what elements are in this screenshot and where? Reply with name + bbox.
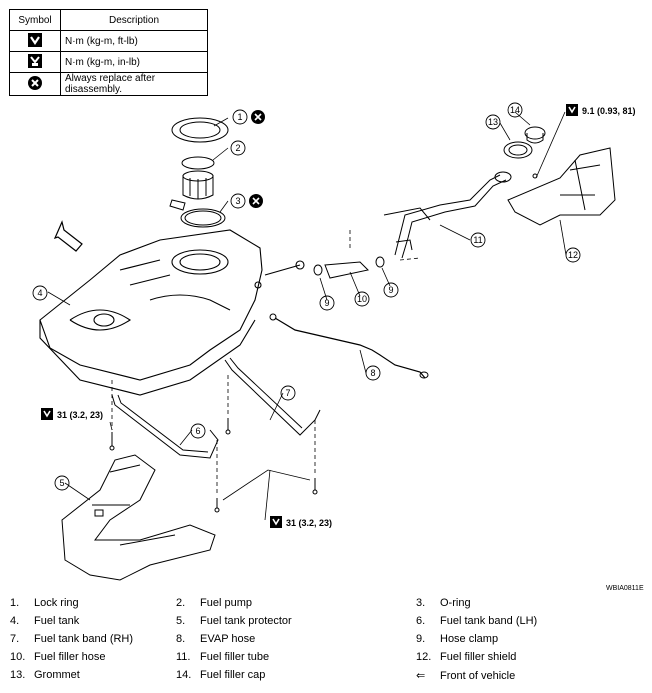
part-name: O-ring xyxy=(440,597,471,609)
callout-label: 3 xyxy=(235,196,240,206)
fuel-filler-shield xyxy=(507,147,616,226)
front-arrow-icon: ⇐ xyxy=(416,670,426,682)
callout-label: 9 xyxy=(324,298,329,308)
callout-label: 11 xyxy=(473,235,482,245)
callout-circles xyxy=(32,102,581,491)
callout-label: 4 xyxy=(37,288,42,298)
callout-label: 2 xyxy=(235,143,240,153)
callout-label: 12 xyxy=(568,250,578,260)
torque-wrench-icon xyxy=(566,104,578,116)
part-name: Front of vehicle xyxy=(440,670,516,682)
fuel-tank-exploded-view: 1 2 3 4 5 6 7 8 9 9 10 11 12 13 14 9.1 (… xyxy=(32,102,636,581)
callout-label: 6 xyxy=(195,426,200,436)
part-number: 13. xyxy=(10,669,26,681)
part-number: 8. xyxy=(176,633,186,645)
part-number: 7. xyxy=(10,633,20,645)
callout-label: 13 xyxy=(488,117,498,127)
part-name: Fuel tank xyxy=(34,615,80,627)
fuel-filler-cap xyxy=(524,126,546,140)
replace-x-icon xyxy=(251,110,265,124)
callout-label: 1 xyxy=(237,112,242,122)
parts-row: 10.Fuel filler hose 11.Fuel filler tube … xyxy=(10,651,642,669)
part-name: Fuel filler shield xyxy=(440,651,517,663)
fuel-filler-hose xyxy=(324,261,370,279)
part-number: 14. xyxy=(176,669,192,681)
symbol-legend-table: Symbol Description N·m (kg-m, ft-lb) N·m… xyxy=(9,9,208,96)
part-number: 9. xyxy=(416,633,426,645)
fuel-tank-protector xyxy=(61,454,216,581)
figure-code: WBIA0811E xyxy=(606,585,644,592)
torque-wrench-icon xyxy=(270,516,282,528)
fuel-tank xyxy=(39,229,305,396)
torque-wrench-icon xyxy=(28,32,42,47)
callout-label: 8 xyxy=(370,368,375,378)
part-number: 6. xyxy=(416,615,426,627)
part-number: 11. xyxy=(176,651,191,663)
part-number: 5. xyxy=(176,615,186,627)
part-number: 1. xyxy=(10,597,20,609)
parts-row: 13. Grommet 14. Fuel filler cap ⇐ Front of … xyxy=(10,669,642,687)
part-number: 4. xyxy=(10,615,20,627)
hose-clamp xyxy=(313,264,323,276)
replace-x-icon xyxy=(249,194,263,208)
callout-label: 5 xyxy=(59,478,64,488)
callout-label: 10 xyxy=(357,294,367,304)
part-name: Fuel tank protector xyxy=(200,615,292,627)
fuel-tank-band-rh xyxy=(224,359,321,436)
lock-ring xyxy=(171,117,229,143)
front-arrow-icon xyxy=(53,220,83,252)
part-name: Lock ring xyxy=(34,597,79,609)
parts-row: 1. Lock ring 2. Fuel pump 3. O-ring xyxy=(10,597,642,615)
callout-label: 9 xyxy=(388,285,393,295)
evap-hose xyxy=(274,317,426,379)
parts-row: 7. Fuel tank band (RH) 8. EVAP hose 9. Hose… xyxy=(10,633,642,651)
torque-spec-band-bottom: 31 (3.2, 23) xyxy=(286,518,332,528)
hose-clamp xyxy=(375,256,385,268)
parts-list: 1. Lock ring 2. Fuel pump 3. O-ring 4. Fuel … xyxy=(10,597,642,687)
part-name: EVAP hose xyxy=(200,633,256,645)
torque-spec-band-left: 31 (3.2, 23) xyxy=(57,410,103,420)
legend-symbol-cell xyxy=(9,30,61,52)
part-number: 3. xyxy=(416,597,426,609)
part-name: Fuel filler cap xyxy=(200,669,266,681)
part-name: Grommet xyxy=(34,669,80,681)
legend-description: Always replace after disassembly. xyxy=(60,72,208,96)
part-number: 12. xyxy=(416,651,432,663)
grommet xyxy=(503,141,533,159)
callout-label: 14 xyxy=(510,105,520,115)
part-name: Fuel tank band (LH) xyxy=(440,615,538,627)
legend-symbol-cell xyxy=(9,72,61,96)
torque-wrench-inlb-icon xyxy=(28,53,42,68)
fuel-tank-band-lh xyxy=(111,394,219,459)
part-name: Hose clamp xyxy=(440,633,499,645)
part-name: Fuel filler tube xyxy=(200,651,270,663)
part-number: 10. xyxy=(10,651,26,663)
part-name: Fuel filler hose xyxy=(34,651,106,663)
part-number: 2. xyxy=(176,597,186,609)
part-name: Fuel tank band (RH) xyxy=(34,633,134,645)
torque-wrench-icon xyxy=(41,408,53,420)
replace-x-icon xyxy=(28,75,42,90)
callout-label: 7 xyxy=(285,388,290,398)
o-ring xyxy=(180,208,226,228)
torque-spec-shield: 9.1 (0.93, 81) xyxy=(582,106,636,116)
parts-row: 4. Fuel tank 5. Fuel tank protector 6. Fuel… xyxy=(10,615,642,633)
fuel-pump xyxy=(169,156,215,211)
fuel-filler-tube xyxy=(383,171,512,259)
bolt xyxy=(109,418,318,513)
part-name: Fuel pump xyxy=(200,597,252,609)
